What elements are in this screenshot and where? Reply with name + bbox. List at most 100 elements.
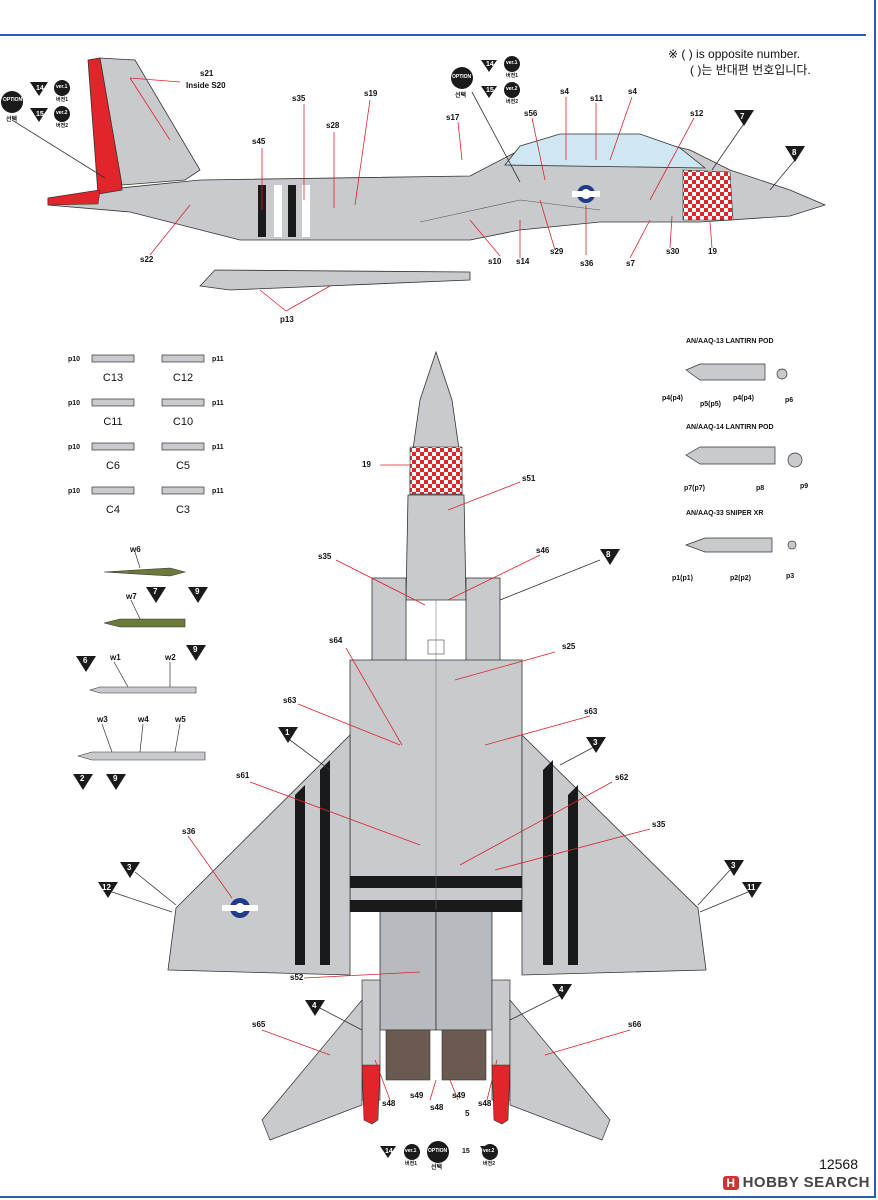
pylon-c11-left: p10	[68, 400, 81, 407]
label-s56: s56	[524, 109, 538, 118]
label-s12: s12	[690, 109, 704, 118]
label-s66: s66	[628, 1020, 642, 1029]
pylon-c4-left: p10	[68, 488, 81, 495]
label-p13: p13	[280, 315, 294, 324]
ver2-badge-bottom: ver.2	[483, 1148, 495, 1154]
label-s35-bottom-a: s35	[318, 552, 332, 561]
pylon-c13-left: p10	[68, 356, 81, 363]
pylon-c5-code: C5	[175, 460, 191, 472]
marker-8-side: 8	[792, 148, 797, 157]
pylon-c10-code: C10	[172, 416, 194, 428]
ver1-badge-top: ver.1	[506, 60, 518, 66]
opposite-number-note-ko: ( )는 반대편 번호입니다.	[690, 63, 811, 77]
label-w6: w6	[130, 545, 141, 554]
pod-aaq14-title: AN/AAQ-14 LANTIRN POD	[686, 424, 774, 431]
label-w7: w7	[126, 592, 137, 601]
badge-14-bottom: 14	[385, 1148, 393, 1155]
watermark-text: HOBBY SEARCH	[742, 1174, 870, 1191]
label-s19: s19	[364, 89, 378, 98]
pylon-c6-code: C6	[105, 460, 121, 472]
marker-3-bottom-c: 3	[731, 861, 736, 870]
marker-1-bottom: 1	[285, 728, 290, 737]
underside-leaders	[187, 464, 651, 1101]
label-s4-b: s4	[628, 87, 637, 96]
label-s51: s51	[522, 474, 536, 483]
label-w4: w4	[138, 715, 149, 724]
side-leaders	[129, 77, 713, 312]
label-s30: s30	[666, 247, 680, 256]
label-w3: w3	[97, 715, 108, 724]
pod-aaq13-p4a: p4(p4)	[662, 395, 683, 402]
pod-aaq13-title: AN/AAQ-13 LANTIRN POD	[686, 338, 774, 345]
label-s7: s7	[626, 259, 635, 268]
label-s10: s10	[488, 257, 502, 266]
marker-9-weapon-c: 9	[113, 774, 118, 783]
marker-2-weapon: 2	[80, 774, 85, 783]
badge-15-left: 15	[36, 111, 44, 118]
weapon-leaders	[101, 551, 181, 753]
label-w5: w5	[175, 715, 186, 724]
marker-3-bottom-a: 3	[593, 738, 598, 747]
label-s35-side: s35	[292, 94, 306, 103]
pod-drawings	[684, 363, 803, 553]
label-s36-bottom: s36	[182, 827, 196, 836]
option-badge-left-sub: 선택	[6, 117, 18, 123]
pod-aaq13-p5: p5(p5)	[700, 401, 721, 408]
marker-4-bottom-b: 4	[559, 985, 564, 994]
marker-12-bottom: 12	[102, 883, 111, 892]
ver2-badge-bottom-sub: 버전2	[483, 1161, 495, 1167]
ver1-badge-top-sub: 버전1	[506, 73, 518, 79]
side-view-aircraft	[47, 57, 827, 291]
option-badge-bottom: OPTION	[428, 1148, 448, 1154]
pod-aaq33-title: AN/AAQ-33 SNIPER XR	[686, 510, 764, 517]
label-19-side: 19	[708, 247, 717, 256]
pylon-c3-right: p11	[212, 488, 224, 495]
label-s45: s45	[252, 137, 266, 146]
option-badge-top-sub: 선택	[455, 93, 467, 99]
pod-aaq14-p9: p9	[800, 483, 809, 490]
label-s61: s61	[236, 771, 250, 780]
option-badge-top: OPTION	[452, 74, 472, 80]
label-s21: s21	[200, 69, 214, 78]
badge-14-left: 14	[36, 85, 44, 92]
marker-6-weapon: 6	[83, 656, 88, 665]
label-s52: s52	[290, 973, 304, 982]
badge-14-top: 14	[486, 61, 494, 68]
pod-aaq13-p6: p6	[785, 397, 794, 404]
ver2-badge-top: ver.2	[506, 86, 518, 92]
opposite-number-note-en: ※ ( ) is opposite number.	[668, 47, 801, 61]
label-s4-a: s4	[560, 87, 569, 96]
label-s14: s14	[516, 257, 530, 266]
ver1-badge-left-sub: 버전1	[56, 97, 68, 103]
label-s62: s62	[615, 773, 629, 782]
marker-3-bottom-b: 3	[127, 863, 132, 872]
option-badge-left: OPTION	[3, 97, 23, 103]
pylon-c6-left: p10	[68, 444, 81, 451]
pylon-c13-code: C13	[102, 372, 124, 384]
label-s48-a: s48	[382, 1099, 396, 1108]
marker-7-side: 7	[740, 112, 745, 121]
side-black-leaders	[11, 91, 796, 191]
pylon-c11-code: C11	[103, 416, 123, 428]
pod-aaq33-p1: p1(p1)	[672, 575, 693, 582]
catalog-number: 12568	[819, 1156, 858, 1172]
label-s49-b: s49	[452, 1091, 466, 1100]
label-w2: w2	[165, 653, 176, 662]
pylon-c4-code: C4	[105, 504, 121, 516]
label-s17: s17	[446, 113, 460, 122]
label-s35-bottom-b: s35	[652, 820, 666, 829]
label-19-bottom: 19	[362, 460, 371, 469]
marker-8-bottom: 8	[606, 550, 611, 559]
label-s22: s22	[140, 255, 154, 264]
top-rule	[0, 34, 866, 36]
watermark-logo: H	[723, 1176, 739, 1190]
badge-15-top: 15	[486, 87, 494, 94]
badge-circles	[1, 56, 520, 1163]
underside-black-leaders	[111, 559, 749, 1031]
badge-15-bottom: 15	[462, 1148, 470, 1155]
marker-triangles	[30, 60, 805, 1158]
underside-view-aircraft	[167, 350, 707, 1141]
label-s36-side: s36	[580, 259, 594, 268]
